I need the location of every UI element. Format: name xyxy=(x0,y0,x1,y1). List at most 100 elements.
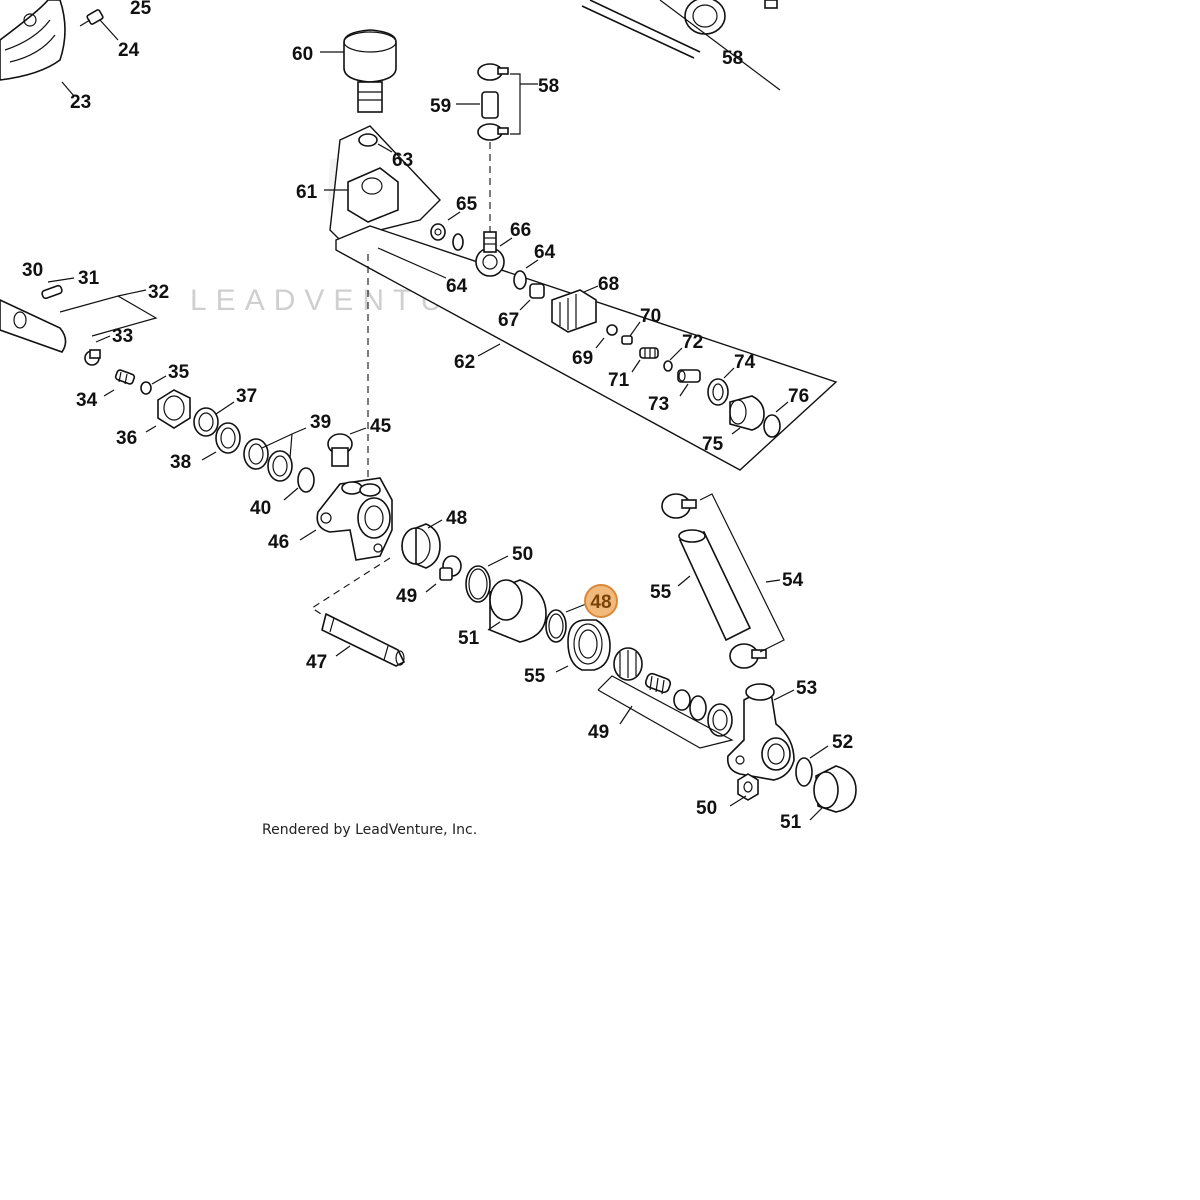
part-36-nut xyxy=(157,389,191,429)
callout-62[interactable]: 61 xyxy=(296,182,318,203)
callout-60[interactable]: 59 xyxy=(430,96,451,117)
panel-63 xyxy=(335,225,838,471)
callout-35[interactable]: 35 xyxy=(168,362,190,383)
callout-31[interactable]: 31 xyxy=(78,268,100,289)
callout-70[interactable]: 69 xyxy=(572,348,593,369)
callout-33[interactable]: 33 xyxy=(112,326,133,347)
callout-52[interactable]: 52 xyxy=(832,732,853,753)
callout-67[interactable]: 66 xyxy=(510,220,531,241)
part-50-nut xyxy=(737,773,759,801)
part-73-oring xyxy=(663,360,673,372)
callout-61[interactable]: 60 xyxy=(292,44,313,65)
callout-40[interactable]: 40 xyxy=(250,498,271,519)
part-66-washer xyxy=(430,223,464,251)
part-30-shaft xyxy=(0,299,67,353)
part-70-ball xyxy=(606,324,618,336)
part-55-tube xyxy=(678,529,752,642)
callout-48[interactable]: 48 xyxy=(590,592,611,613)
callout-59[interactable]: 58 xyxy=(538,76,559,97)
callout-49[interactable]: 49 xyxy=(588,722,609,743)
part-64-oring-b xyxy=(513,270,527,290)
render-credit: Rendered by LeadVenture, Inc. xyxy=(262,822,478,838)
part-37-bearing xyxy=(193,407,219,437)
callout-46[interactable]: 50 xyxy=(512,544,533,565)
callout-34[interactable]: 34 xyxy=(76,390,98,411)
part-67-banjo xyxy=(475,231,505,277)
part-34-spring xyxy=(114,369,136,385)
part-61-cap xyxy=(343,29,397,113)
callout-39[interactable]: 39 xyxy=(310,412,331,433)
callout-54[interactable]: 54 xyxy=(782,570,804,591)
part-69-valve xyxy=(551,289,597,333)
callout-76[interactable]: 75 xyxy=(702,434,724,455)
part-41-cap xyxy=(327,433,353,467)
part-59-clamps xyxy=(477,63,509,141)
callout-75[interactable]: 74 xyxy=(734,352,756,373)
part-54-clamp-bottom xyxy=(729,643,767,669)
callout-68[interactable]: 67 xyxy=(498,310,519,331)
callout-25[interactable]: 25 xyxy=(130,0,152,19)
callout-32[interactable]: 32 xyxy=(148,282,169,303)
callout-43[interactable]: 47 xyxy=(306,652,327,673)
part-51-cap xyxy=(813,765,857,813)
part-40-oring xyxy=(297,467,315,493)
callout-66[interactable]: 65 xyxy=(456,194,478,215)
part-58-bearing xyxy=(567,619,611,671)
callout-42[interactable]: 46 xyxy=(268,532,289,553)
callout-30[interactable]: 30 xyxy=(22,260,43,281)
callout-58[interactable]: 55 xyxy=(524,666,546,687)
part-62-block xyxy=(347,167,399,223)
callout-45[interactable]: 49 xyxy=(396,586,417,607)
part-75-seal xyxy=(707,378,729,406)
callout-23[interactable]: 23 xyxy=(70,92,91,113)
callout-48-highlight[interactable]: 48 xyxy=(584,584,618,618)
callout-24[interactable]: 24 xyxy=(118,40,140,61)
part-71-seat xyxy=(621,335,633,345)
callout-47[interactable]: 51 xyxy=(458,628,480,649)
callout-51[interactable]: 51 xyxy=(780,812,802,833)
part-24-screw xyxy=(79,9,104,27)
callout-64-b[interactable]: 64 xyxy=(534,242,556,263)
part-68-nut xyxy=(529,283,545,299)
callout-63[interactable]: 62 xyxy=(454,352,475,373)
part-52-oring xyxy=(795,757,813,787)
callout-65[interactable]: 64 xyxy=(446,276,468,297)
part-76-cup xyxy=(729,395,765,431)
callout-44[interactable]: 48 xyxy=(446,508,467,529)
callout-74[interactable]: 73 xyxy=(648,394,669,415)
part-64-oring-a xyxy=(358,133,378,147)
part-49-seal xyxy=(689,695,707,721)
part-45-plug xyxy=(439,555,462,581)
part-44-bushing xyxy=(401,523,441,569)
part-54-clamp-top xyxy=(661,493,697,519)
callout-55[interactable]: 55 xyxy=(650,582,672,603)
callout-77[interactable]: 76 xyxy=(788,386,809,407)
part-74-piston xyxy=(677,369,701,383)
callout-41[interactable]: 45 xyxy=(370,416,392,437)
callout-58-top[interactable]: 58 xyxy=(722,48,743,69)
part-53-fitting xyxy=(726,683,795,781)
callout-53[interactable]: 53 xyxy=(796,678,817,699)
callout-50[interactable]: 50 xyxy=(696,798,717,819)
part-38-seal xyxy=(215,422,241,454)
callout-37[interactable]: 37 xyxy=(236,386,257,407)
callout-71[interactable]: 70 xyxy=(640,306,661,327)
part-43-rod xyxy=(321,612,406,667)
part-49-cage xyxy=(613,647,643,681)
callout-64-a[interactable]: 63 xyxy=(392,150,413,171)
part-77-oring xyxy=(763,414,781,438)
callout-38[interactable]: 38 xyxy=(170,452,191,473)
part-49-spring xyxy=(644,672,672,695)
callout-72[interactable]: 71 xyxy=(608,370,630,391)
part-58-shaft-top xyxy=(581,0,781,91)
callout-36[interactable]: 36 xyxy=(116,428,137,449)
part-60-sleeve xyxy=(481,91,499,119)
part-46-oring xyxy=(465,565,491,603)
callout-69[interactable]: 68 xyxy=(598,274,619,295)
part-35-ring xyxy=(140,381,152,395)
part-31-pin xyxy=(41,284,63,300)
part-49-washer xyxy=(673,689,691,711)
callout-73[interactable]: 72 xyxy=(682,332,703,353)
leader-lines xyxy=(47,19,829,821)
